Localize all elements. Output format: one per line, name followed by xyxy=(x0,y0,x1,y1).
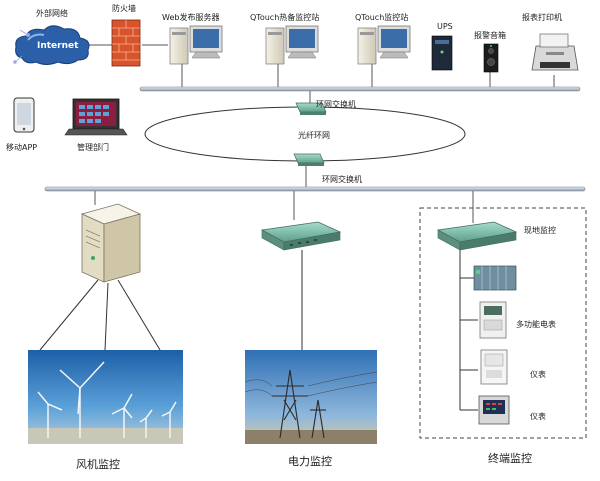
label-web-server: Web发布服务器 xyxy=(162,13,220,22)
label-fiber-ring: 光纤环网 xyxy=(298,131,330,140)
label-management: 管理部门 xyxy=(77,143,109,152)
onsite-controller-icon xyxy=(436,221,518,251)
multifunction-meter-icon xyxy=(479,301,507,339)
internet-cloud-icon xyxy=(13,25,90,65)
label-power-monitor: 电力监控 xyxy=(288,455,332,468)
mobile-phone-icon xyxy=(13,97,35,133)
power-tower-photo xyxy=(244,350,378,444)
label-external-network: 外部网络 xyxy=(36,9,68,18)
label-ups: UPS xyxy=(437,22,453,31)
power-device-icon xyxy=(260,221,342,251)
label-multifunction-meter: 多功能电表 xyxy=(516,320,556,329)
top-network-bus xyxy=(139,86,581,92)
printer-icon xyxy=(531,33,579,71)
wind-links xyxy=(39,279,161,351)
bottom-network-bus xyxy=(44,186,586,192)
ring-switch-bottom-icon xyxy=(293,153,325,166)
label-internet: Internet xyxy=(37,41,79,51)
label-report-printer: 报表打印机 xyxy=(522,13,562,22)
terminal-tree-links xyxy=(459,250,478,411)
label-alarm-speaker: 报警音箱 xyxy=(474,31,506,40)
laptop-icon xyxy=(64,98,128,136)
meter-1-icon xyxy=(480,349,508,385)
web-server-icon xyxy=(169,25,223,65)
top-links xyxy=(88,44,555,223)
qtouch-monitor-station-icon xyxy=(357,25,411,65)
label-meter-1: 仪表 xyxy=(530,370,546,379)
label-ring-switch-bottom: 环网交换机 xyxy=(322,175,362,184)
label-firewall: 防火墙 xyxy=(112,4,136,13)
firewall-icon xyxy=(111,19,141,67)
plc-module-icon xyxy=(473,265,517,291)
label-onsite-monitor: 现地监控 xyxy=(524,226,556,235)
wind-server-icon xyxy=(80,203,142,283)
label-qtouch-backup: QTouch热备监控站 xyxy=(250,13,320,22)
wind-farm-photo xyxy=(28,350,183,444)
meter-2-icon xyxy=(478,395,510,425)
label-meter-2: 仪表 xyxy=(530,412,546,421)
label-terminal-monitor: 终端监控 xyxy=(488,452,532,465)
label-wind-monitor: 风机监控 xyxy=(76,458,120,471)
ups-icon xyxy=(431,35,453,71)
label-qtouch-monitor: QTouch监控站 xyxy=(355,13,409,22)
qtouch-backup-station-icon xyxy=(265,25,319,65)
alarm-speaker-icon xyxy=(483,43,499,73)
label-ring-switch-top: 环网交换机 xyxy=(316,100,356,109)
ring-switch-top-icon xyxy=(295,102,327,115)
terminal-dashed-box xyxy=(419,207,587,439)
label-mobile-app: 移动APP xyxy=(6,143,38,152)
